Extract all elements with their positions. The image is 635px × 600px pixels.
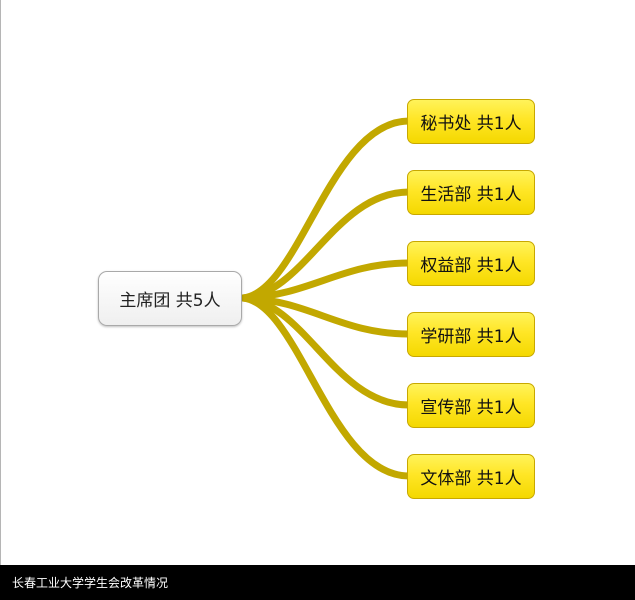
branch-node-life[interactable]: 生活部 共1人 <box>407 170 535 215</box>
mindmap-canvas: 主席团 共5人 秘书处 共1人 生活部 共1人 权益部 共1人 学研部 共1人 … <box>98 99 535 499</box>
connector-layer <box>239 117 413 480</box>
branch-node-study[interactable]: 学研部 共1人 <box>407 312 535 357</box>
branch-node-secretariat[interactable]: 秘书处 共1人 <box>407 99 535 144</box>
connector-line <box>239 188 413 302</box>
branch-node-label: 文体部 共1人 <box>420 469 522 489</box>
caption-bar: 长春工业大学学生会改革情况 <box>0 565 635 600</box>
root-node[interactable]: 主席团 共5人 <box>98 271 242 326</box>
branch-node-label: 宣传部 共1人 <box>420 398 522 418</box>
left-border <box>0 0 1 565</box>
branch-node-sports-arts[interactable]: 文体部 共1人 <box>407 454 535 499</box>
branch-node-label: 生活部 共1人 <box>420 185 522 205</box>
branch-node-label: 权益部 共1人 <box>420 256 522 276</box>
branch-node-label: 秘书处 共1人 <box>420 114 522 134</box>
connector-line <box>239 259 413 302</box>
caption-text: 长春工业大学学生会改革情况 <box>12 576 169 590</box>
connector-line <box>239 117 413 302</box>
branch-node-label: 学研部 共1人 <box>420 327 522 347</box>
connector-line <box>239 294 413 480</box>
branch-node-rights[interactable]: 权益部 共1人 <box>407 241 535 286</box>
branch-node-publicity[interactable]: 宣传部 共1人 <box>407 383 535 428</box>
connector-line <box>239 294 413 338</box>
root-node-label: 主席团 共5人 <box>119 291 221 311</box>
connector-line <box>239 294 413 409</box>
